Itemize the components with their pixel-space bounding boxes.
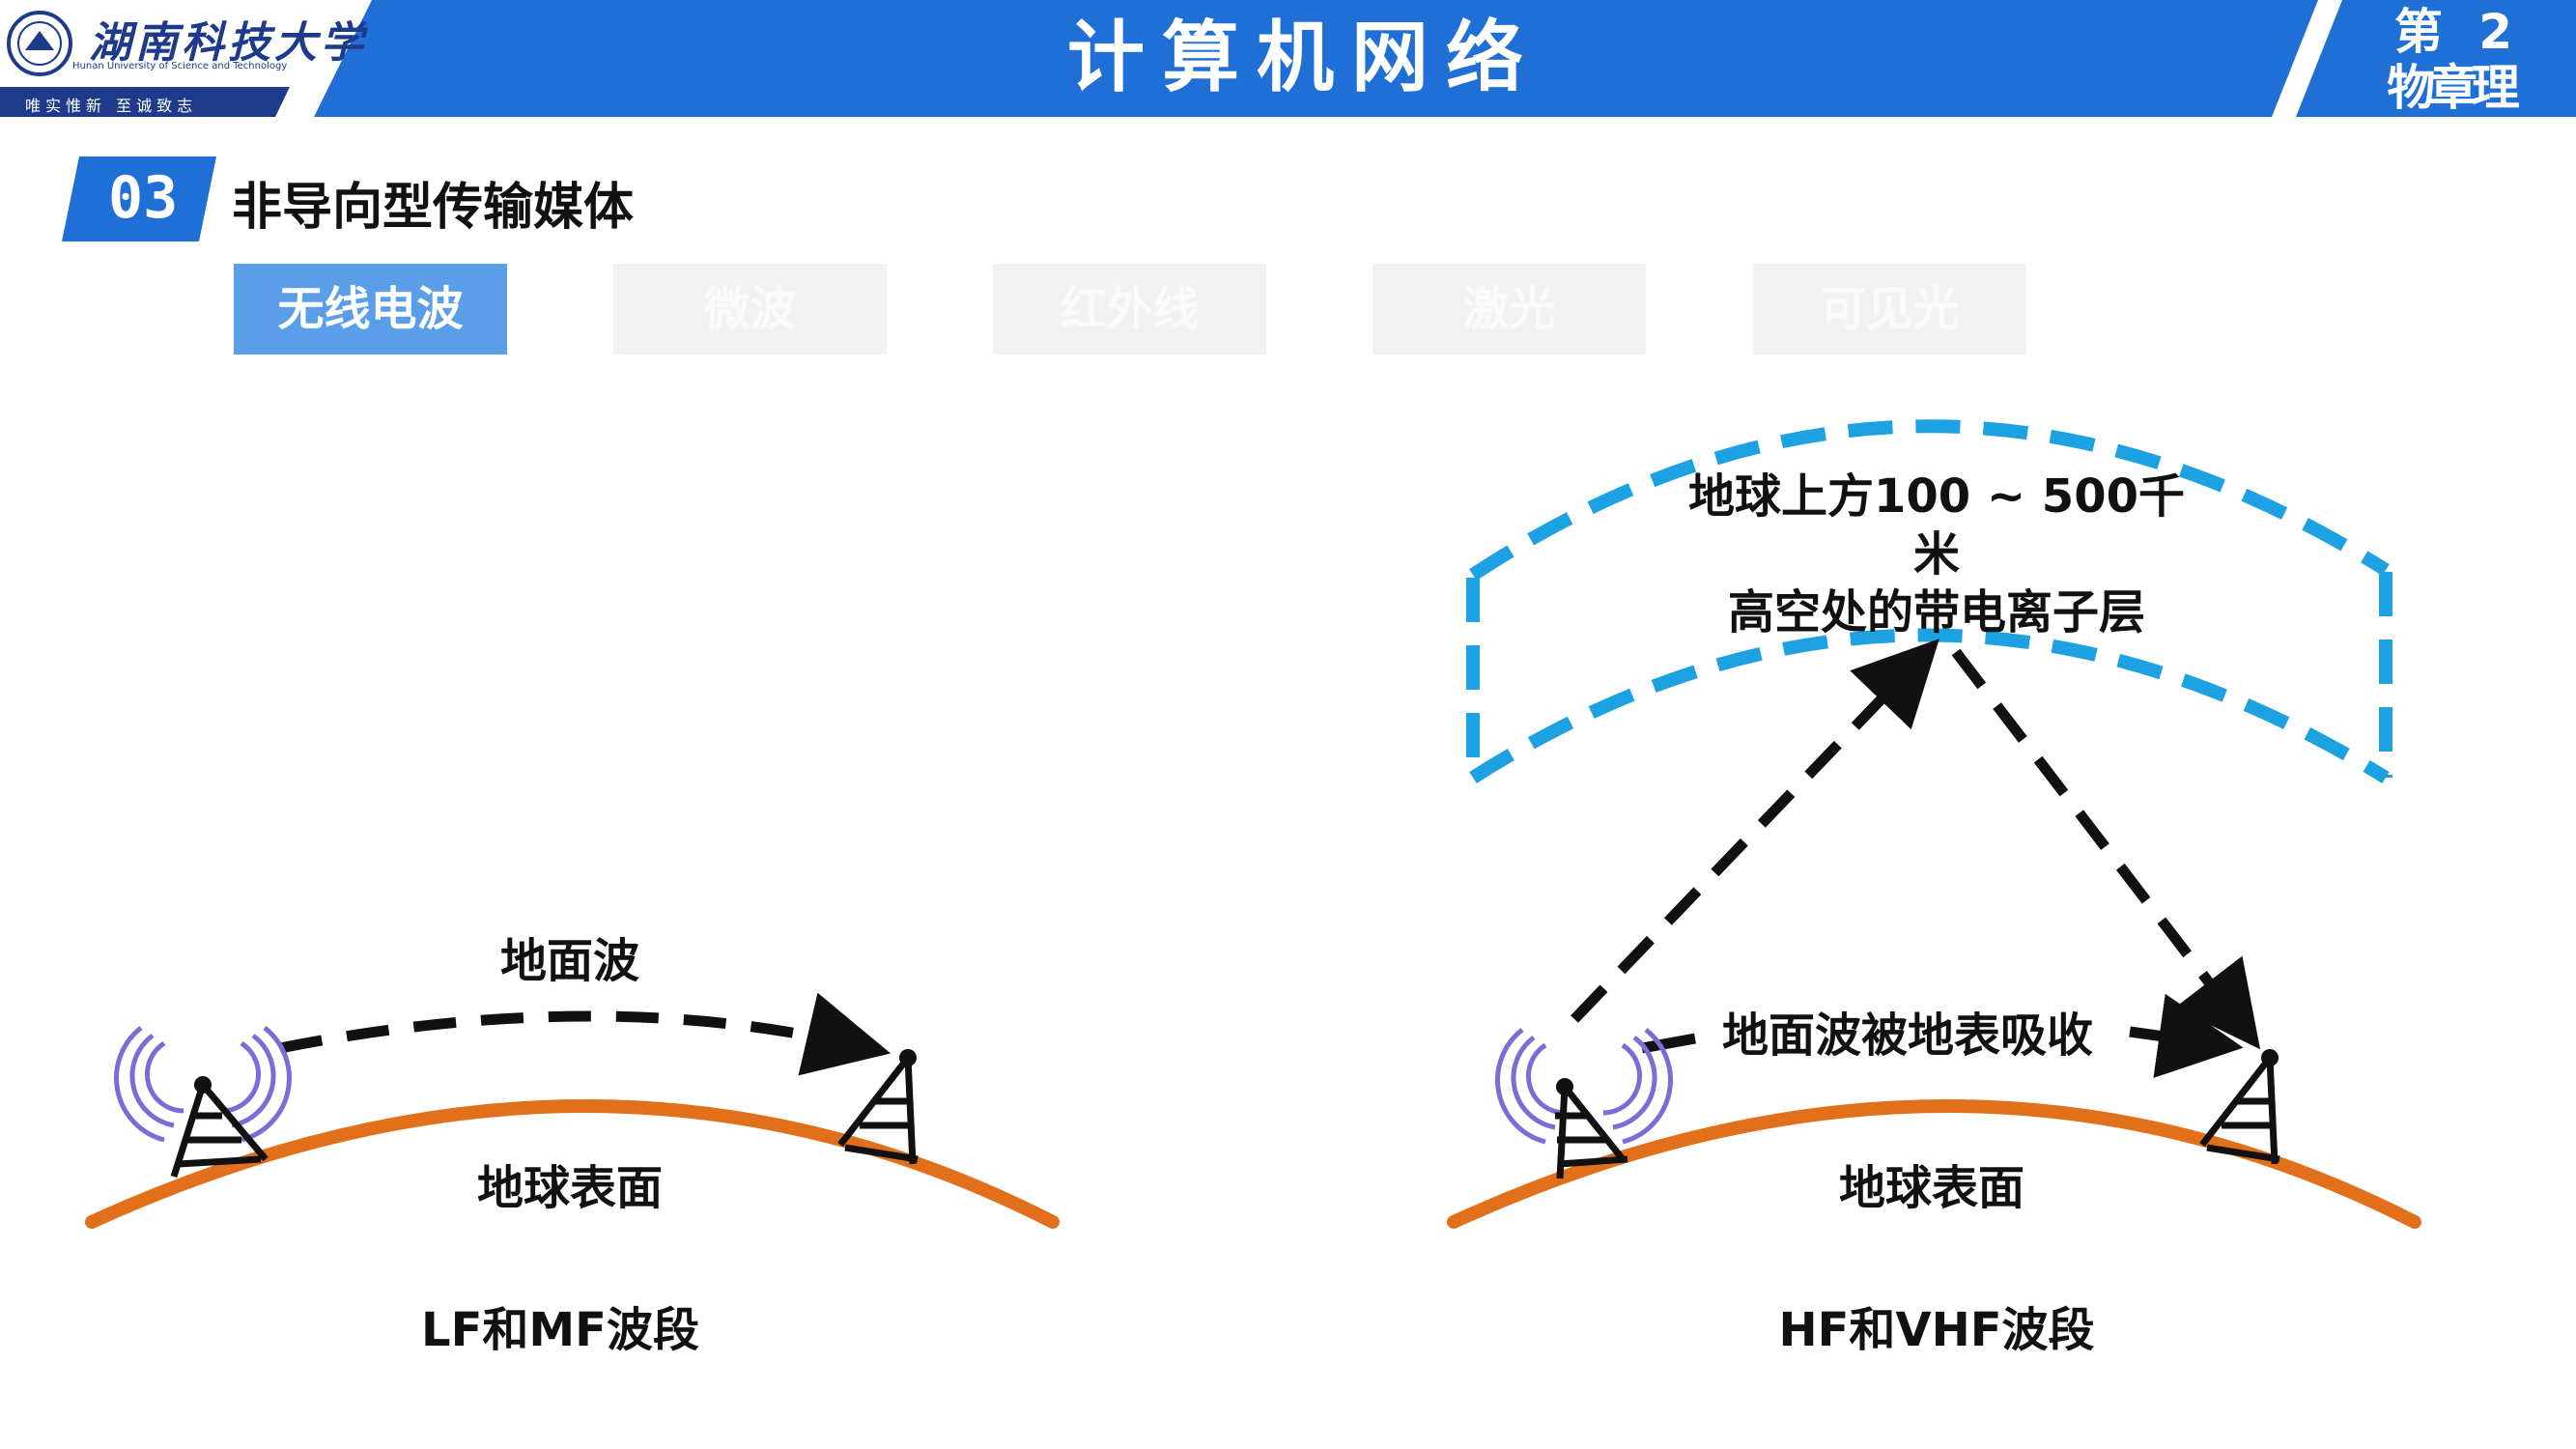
absorbed-ground-wave-start xyxy=(1641,1033,1696,1054)
absorbed-ground-wave-end xyxy=(2129,993,2244,1078)
chapter-name: 物 理 层 xyxy=(2387,60,2530,172)
course-title: 计算机网络 xyxy=(1067,13,1541,102)
ionosphere-band-bottom xyxy=(1469,628,2390,783)
ionosphere-label-line1: 地球上方100 ~ 500千米 xyxy=(1687,469,2186,582)
tab-infrared[interactable]: 红外线 xyxy=(993,264,1266,355)
ionosphere-band-top xyxy=(1469,419,2390,581)
sky-wave-down-arrow xyxy=(1951,648,2261,1050)
ground-wave-label: 地面波 xyxy=(499,934,639,988)
earth-surface-label-right: 地球表面 xyxy=(1838,1161,2024,1215)
earth-surface-label-left: 地球表面 xyxy=(476,1161,663,1215)
university-seal-icon xyxy=(7,11,72,76)
tab-microwave[interactable]: 微波 xyxy=(613,264,887,355)
band-label-left: LF和MF波段 xyxy=(421,1303,699,1357)
sky-wave-up-arrow xyxy=(1571,639,1939,1023)
tab-laser[interactable]: 激光 xyxy=(1373,264,1646,355)
section-number: 03 xyxy=(108,164,179,232)
section-number-badge xyxy=(62,156,216,242)
university-motto: 唯实惟新 至诚致志 xyxy=(25,97,198,115)
ground-wave-arrow-left xyxy=(278,992,892,1076)
section-title: 非导向型传输媒体 xyxy=(232,179,635,237)
header-bar xyxy=(0,0,2576,117)
tab-radio-wave[interactable]: 无线电波 xyxy=(234,264,507,355)
university-name: 湖南科技大学 xyxy=(89,18,367,68)
receiver-tower-icon-left xyxy=(837,1049,919,1165)
chapter-number: 第 2 章 xyxy=(2393,4,2523,116)
tab-visible-light[interactable]: 可见光 xyxy=(1753,264,2026,355)
earth-surface-curve-left xyxy=(85,1099,1060,1229)
ionosphere-label: 地球上方100 ~ 500千米 高空处的带电离子层 xyxy=(1681,468,2193,641)
band-label-right: HF和VHF波段 xyxy=(1778,1303,2095,1357)
university-english-name: Hunan University of Science and Technolo… xyxy=(72,61,288,71)
absorbed-ground-wave-label: 地面波被地表吸收 xyxy=(1721,1009,2093,1063)
receiver-tower-icon-right xyxy=(2199,1049,2280,1165)
transmitter-tower-icon-right xyxy=(1495,1028,1673,1179)
transmitter-tower-icon-left xyxy=(114,1026,292,1179)
ionosphere-label-line2: 高空处的带电离子层 xyxy=(1727,585,2145,639)
